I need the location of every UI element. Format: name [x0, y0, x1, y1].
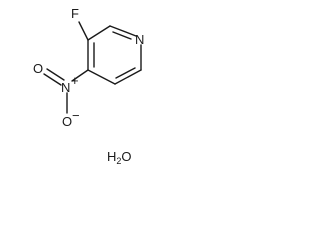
- nitro-oxygen-upper-label: O: [33, 61, 43, 76]
- nitro-nitrogen-charge: +: [71, 73, 79, 88]
- chemical-structure: F N N + O O − H2O: [33, 6, 144, 166]
- nitro-oxygen-charge: −: [72, 108, 80, 123]
- hydrate-o: O: [121, 149, 131, 164]
- bond-c4-nitro-n: [71, 69, 89, 82]
- hydrate-formula: H2O: [107, 149, 132, 166]
- bond-c6-c5: [114, 69, 142, 85]
- nitro-oxygen-lower-label: O: [62, 114, 72, 129]
- bond-c2-ring-n-inner: [112, 31, 132, 40]
- bond-nitro-n-o-upper: [46, 68, 65, 81]
- hydrate-h: H: [107, 149, 116, 164]
- bond-c2-ring-n: [109, 25, 137, 37]
- fluorine-atom-label: F: [71, 6, 79, 21]
- bond-c5-c4: [87, 69, 116, 85]
- pyridine-ring: [87, 25, 142, 85]
- hydrate-count: 2: [116, 156, 121, 166]
- ring-nitrogen-atom-label: N: [135, 32, 144, 47]
- bond-c6-c5-inner: [115, 67, 136, 79]
- bond-c3-c2: [87, 25, 111, 41]
- bond-nitro-n-o-upper-double: [43, 73, 62, 86]
- bond-c3-f: [78, 21, 89, 41]
- nitro-nitrogen-atom-label: N: [61, 80, 70, 95]
